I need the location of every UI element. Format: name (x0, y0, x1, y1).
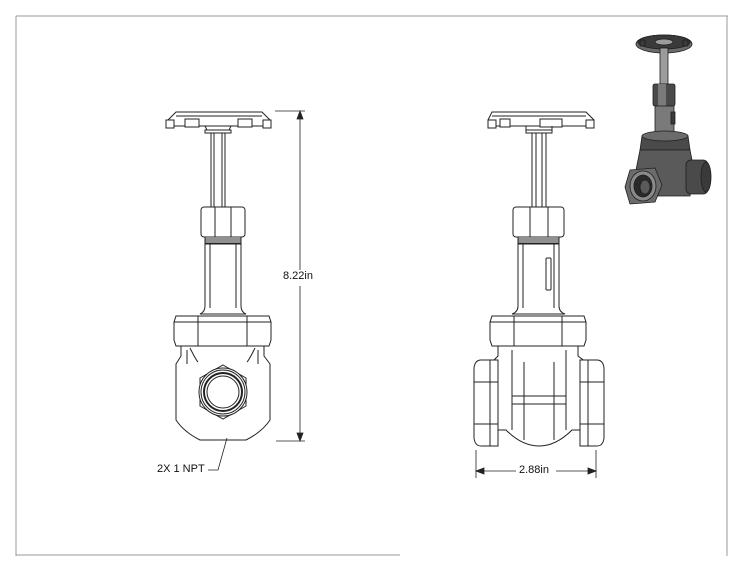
gate-valve-iso-render (624, 34, 712, 205)
port-callout-label: 2X 1 NPT (156, 463, 206, 475)
front-bonnet-neck (199, 243, 247, 315)
width-dimension-label: 2.88in (518, 464, 550, 476)
front-stem (210, 132, 226, 209)
side-left-port (473, 359, 499, 447)
side-right-port (579, 359, 605, 447)
side-stem (531, 132, 547, 209)
front-handwheel (165, 111, 272, 134)
height-dimension (275, 109, 305, 443)
side-bonnet-hex (489, 315, 587, 347)
front-port (198, 364, 248, 420)
side-packing-nut (512, 206, 565, 245)
side-handwheel (487, 111, 595, 134)
front-view (165, 111, 272, 441)
side-bonnet-neck (511, 243, 566, 315)
width-dimension (474, 450, 598, 478)
port-callout-leader (208, 437, 228, 471)
front-packing-nut (200, 206, 246, 245)
side-view (473, 111, 605, 447)
sheet-border (15, 15, 728, 556)
side-body (491, 345, 587, 447)
height-dimension-label: 8.22in (282, 270, 314, 282)
front-bonnet-hex (173, 315, 272, 347)
